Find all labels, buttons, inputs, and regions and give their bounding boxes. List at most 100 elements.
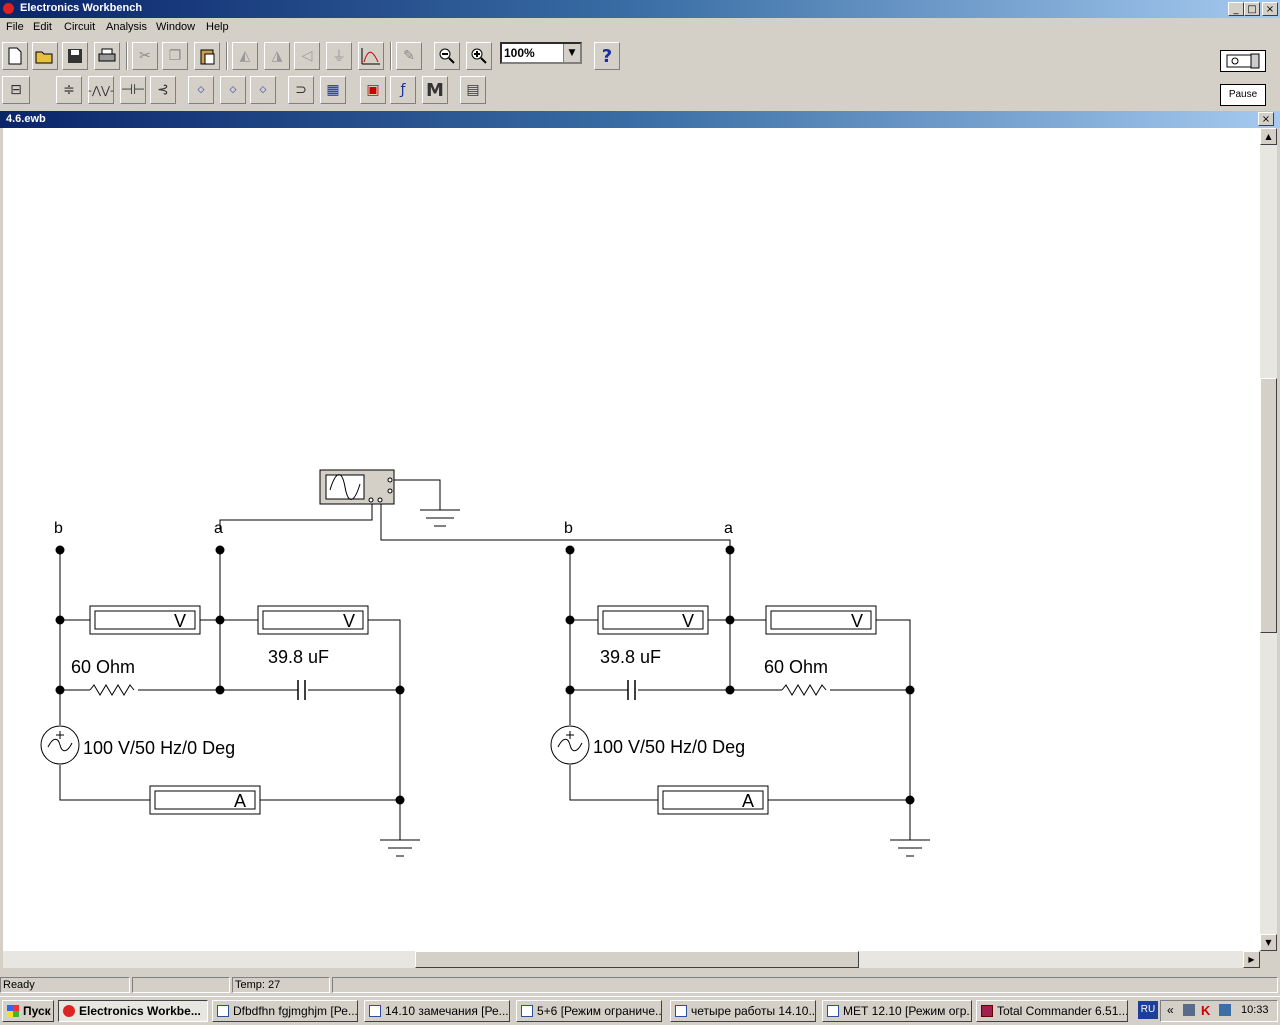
clock[interactable]: 10:33 bbox=[1241, 1004, 1269, 1016]
vertical-scroll-thumb[interactable] bbox=[1260, 378, 1277, 633]
sources-bin-icon[interactable]: ≑ bbox=[56, 76, 82, 104]
app-title-bar[interactable]: Electronics Workbench _ □ × bbox=[0, 0, 1280, 18]
help-icon[interactable]: ? bbox=[594, 42, 620, 70]
left-node-b-label: b bbox=[54, 520, 63, 537]
pause-button[interactable]: Pause bbox=[1220, 84, 1266, 106]
left-capacitor-label: 39.8 uF bbox=[268, 647, 329, 667]
left-voltmeter-1-label: V bbox=[174, 611, 186, 631]
print-icon[interactable] bbox=[94, 42, 120, 70]
left-voltmeter-1[interactable] bbox=[89, 605, 201, 635]
copy-icon[interactable]: ❐ bbox=[162, 42, 188, 70]
task-word-document[interactable]: 14.10 замечания [Ре... bbox=[364, 1000, 510, 1022]
right-ammeter[interactable] bbox=[657, 785, 769, 815]
chevron-down-icon[interactable]: ▼ bbox=[563, 44, 580, 62]
document-close-button[interactable]: × bbox=[1258, 112, 1274, 126]
menu-file[interactable]: File bbox=[6, 21, 24, 33]
maximize-button[interactable]: □ bbox=[1244, 2, 1260, 16]
rotate-icon[interactable]: ◭ bbox=[232, 42, 258, 70]
zoom-select[interactable]: 100%▼ bbox=[500, 42, 582, 64]
taskbar: Пуск Electronics Workbe... Dfbdfhn fgjmg… bbox=[0, 996, 1280, 1025]
basic-bin-icon[interactable]: -⋀⋁- bbox=[88, 76, 114, 104]
toolbar-separator bbox=[226, 42, 228, 70]
menu-bar: File Edit Circuit Analysis Window Help bbox=[0, 18, 1280, 38]
save-icon[interactable] bbox=[62, 42, 88, 70]
word-doc-icon bbox=[217, 1005, 229, 1017]
controls-bin-icon[interactable]: ƒ bbox=[390, 76, 416, 104]
cut-icon[interactable]: ✂ bbox=[132, 42, 158, 70]
minimize-button[interactable]: _ bbox=[1228, 2, 1244, 16]
horizontal-scroll-thumb[interactable] bbox=[415, 951, 859, 968]
status-empty-panel bbox=[132, 977, 230, 993]
menu-window[interactable]: Window bbox=[156, 21, 196, 33]
power-switch[interactable] bbox=[1220, 50, 1266, 72]
oscilloscope[interactable] bbox=[319, 469, 395, 505]
left-resistor-zigzag bbox=[89, 684, 135, 696]
word-doc-icon bbox=[675, 1005, 687, 1017]
document-title-bar[interactable]: 4.6.ewb × bbox=[0, 111, 1280, 128]
left-source-label: 100 V/50 Hz/0 Deg bbox=[83, 738, 235, 758]
toolbar-separator bbox=[126, 42, 128, 70]
menu-help[interactable]: Help bbox=[206, 21, 229, 33]
paste-icon[interactable] bbox=[194, 42, 220, 70]
scroll-up-icon[interactable]: ▲ bbox=[1260, 128, 1277, 145]
digital-bin-icon[interactable]: ▦ bbox=[320, 76, 346, 104]
graph-icon[interactable]: ✎ bbox=[396, 42, 422, 70]
miscellaneous-bin-icon[interactable]: M bbox=[422, 76, 448, 104]
right-source-label: 100 V/50 Hz/0 Deg bbox=[593, 737, 745, 757]
scroll-down-icon[interactable]: ▼ bbox=[1260, 934, 1277, 951]
component-properties-icon[interactable]: ⏚ bbox=[326, 42, 352, 70]
task-word-document[interactable]: 5+6 [Режим ограниче... bbox=[516, 1000, 662, 1022]
task-word-document[interactable]: МЕТ 12.10 [Режим огр... bbox=[822, 1000, 972, 1022]
antivirus-icon[interactable]: K bbox=[1201, 1003, 1211, 1018]
analog-ics-bin-icon[interactable]: ◇ bbox=[188, 76, 214, 104]
new-file-icon[interactable] bbox=[2, 42, 28, 70]
start-button[interactable]: Пуск bbox=[2, 1000, 54, 1022]
left-ammeter[interactable] bbox=[149, 785, 261, 815]
tray-expand-icon[interactable]: « bbox=[1167, 1003, 1174, 1017]
digital-ics-bin-icon[interactable]: ◇ bbox=[250, 76, 276, 104]
left-node-a-label: a bbox=[214, 520, 223, 537]
right-voltmeter-2[interactable] bbox=[765, 605, 877, 635]
create-subcircuit-icon[interactable] bbox=[358, 42, 384, 70]
menu-analysis[interactable]: Analysis bbox=[106, 21, 147, 33]
circuit-canvas[interactable]: b a V V A 60 Ohm 39.8 uF 100 V/50 Hz/0 D… bbox=[3, 128, 1260, 951]
transistors-bin-icon[interactable]: ⊰ bbox=[150, 76, 176, 104]
indicators-bin-icon[interactable]: ▣ bbox=[360, 76, 386, 104]
task-word-document[interactable]: четыре работы 14.10... bbox=[670, 1000, 816, 1022]
right-voltmeter-1[interactable] bbox=[597, 605, 709, 635]
status-ready: Ready bbox=[0, 977, 130, 993]
right-node-b-label: b bbox=[564, 520, 573, 537]
language-indicator[interactable]: RU bbox=[1138, 1001, 1158, 1019]
total-commander-icon bbox=[981, 1005, 993, 1017]
zoom-out-icon[interactable] bbox=[434, 42, 460, 70]
left-resistor-label: 60 Ohm bbox=[71, 657, 135, 677]
scroll-right-icon[interactable]: ▶ bbox=[1243, 951, 1260, 968]
right-resistor-zigzag bbox=[781, 684, 827, 696]
vertical-scrollbar[interactable]: ▲ ▼ bbox=[1260, 128, 1277, 951]
horizontal-scrollbar[interactable]: ▶ bbox=[3, 951, 1260, 968]
flip-horizontal-icon[interactable]: ◮ bbox=[264, 42, 290, 70]
flip-vertical-icon[interactable]: ◁ bbox=[294, 42, 320, 70]
task-word-document[interactable]: Dfbdfhn fgjmghjm [Ре... bbox=[212, 1000, 358, 1022]
close-button[interactable]: × bbox=[1262, 2, 1278, 16]
favorites-bin-icon[interactable]: ⊟ bbox=[2, 76, 30, 104]
task-total-commander[interactable]: Total Commander 6.51... bbox=[976, 1000, 1128, 1022]
task-electronics-workbench[interactable]: Electronics Workbe... bbox=[58, 1000, 208, 1022]
left-voltmeter-2-label: V bbox=[343, 611, 355, 631]
menu-circuit[interactable]: Circuit bbox=[64, 21, 96, 33]
open-folder-icon[interactable] bbox=[32, 42, 58, 70]
right-resistor-label: 60 Ohm bbox=[764, 657, 828, 677]
word-doc-icon bbox=[827, 1005, 839, 1017]
word-doc-icon bbox=[521, 1005, 533, 1017]
volume-icon[interactable] bbox=[1219, 1004, 1231, 1016]
zoom-in-icon[interactable] bbox=[466, 42, 492, 70]
menu-edit[interactable]: Edit bbox=[33, 21, 52, 33]
left-voltmeter-2[interactable] bbox=[257, 605, 369, 635]
instruments-bin-icon[interactable]: ▤ bbox=[460, 76, 486, 104]
diodes-bin-icon[interactable]: ⊣⊢ bbox=[120, 76, 146, 104]
status-bar: Ready Temp: 27 bbox=[0, 975, 1280, 995]
word-doc-icon bbox=[369, 1005, 381, 1017]
mixed-ics-bin-icon[interactable]: ◇ bbox=[220, 76, 246, 104]
network-icon[interactable] bbox=[1183, 1004, 1195, 1016]
logic-gates-bin-icon[interactable]: ⊃ bbox=[288, 76, 314, 104]
